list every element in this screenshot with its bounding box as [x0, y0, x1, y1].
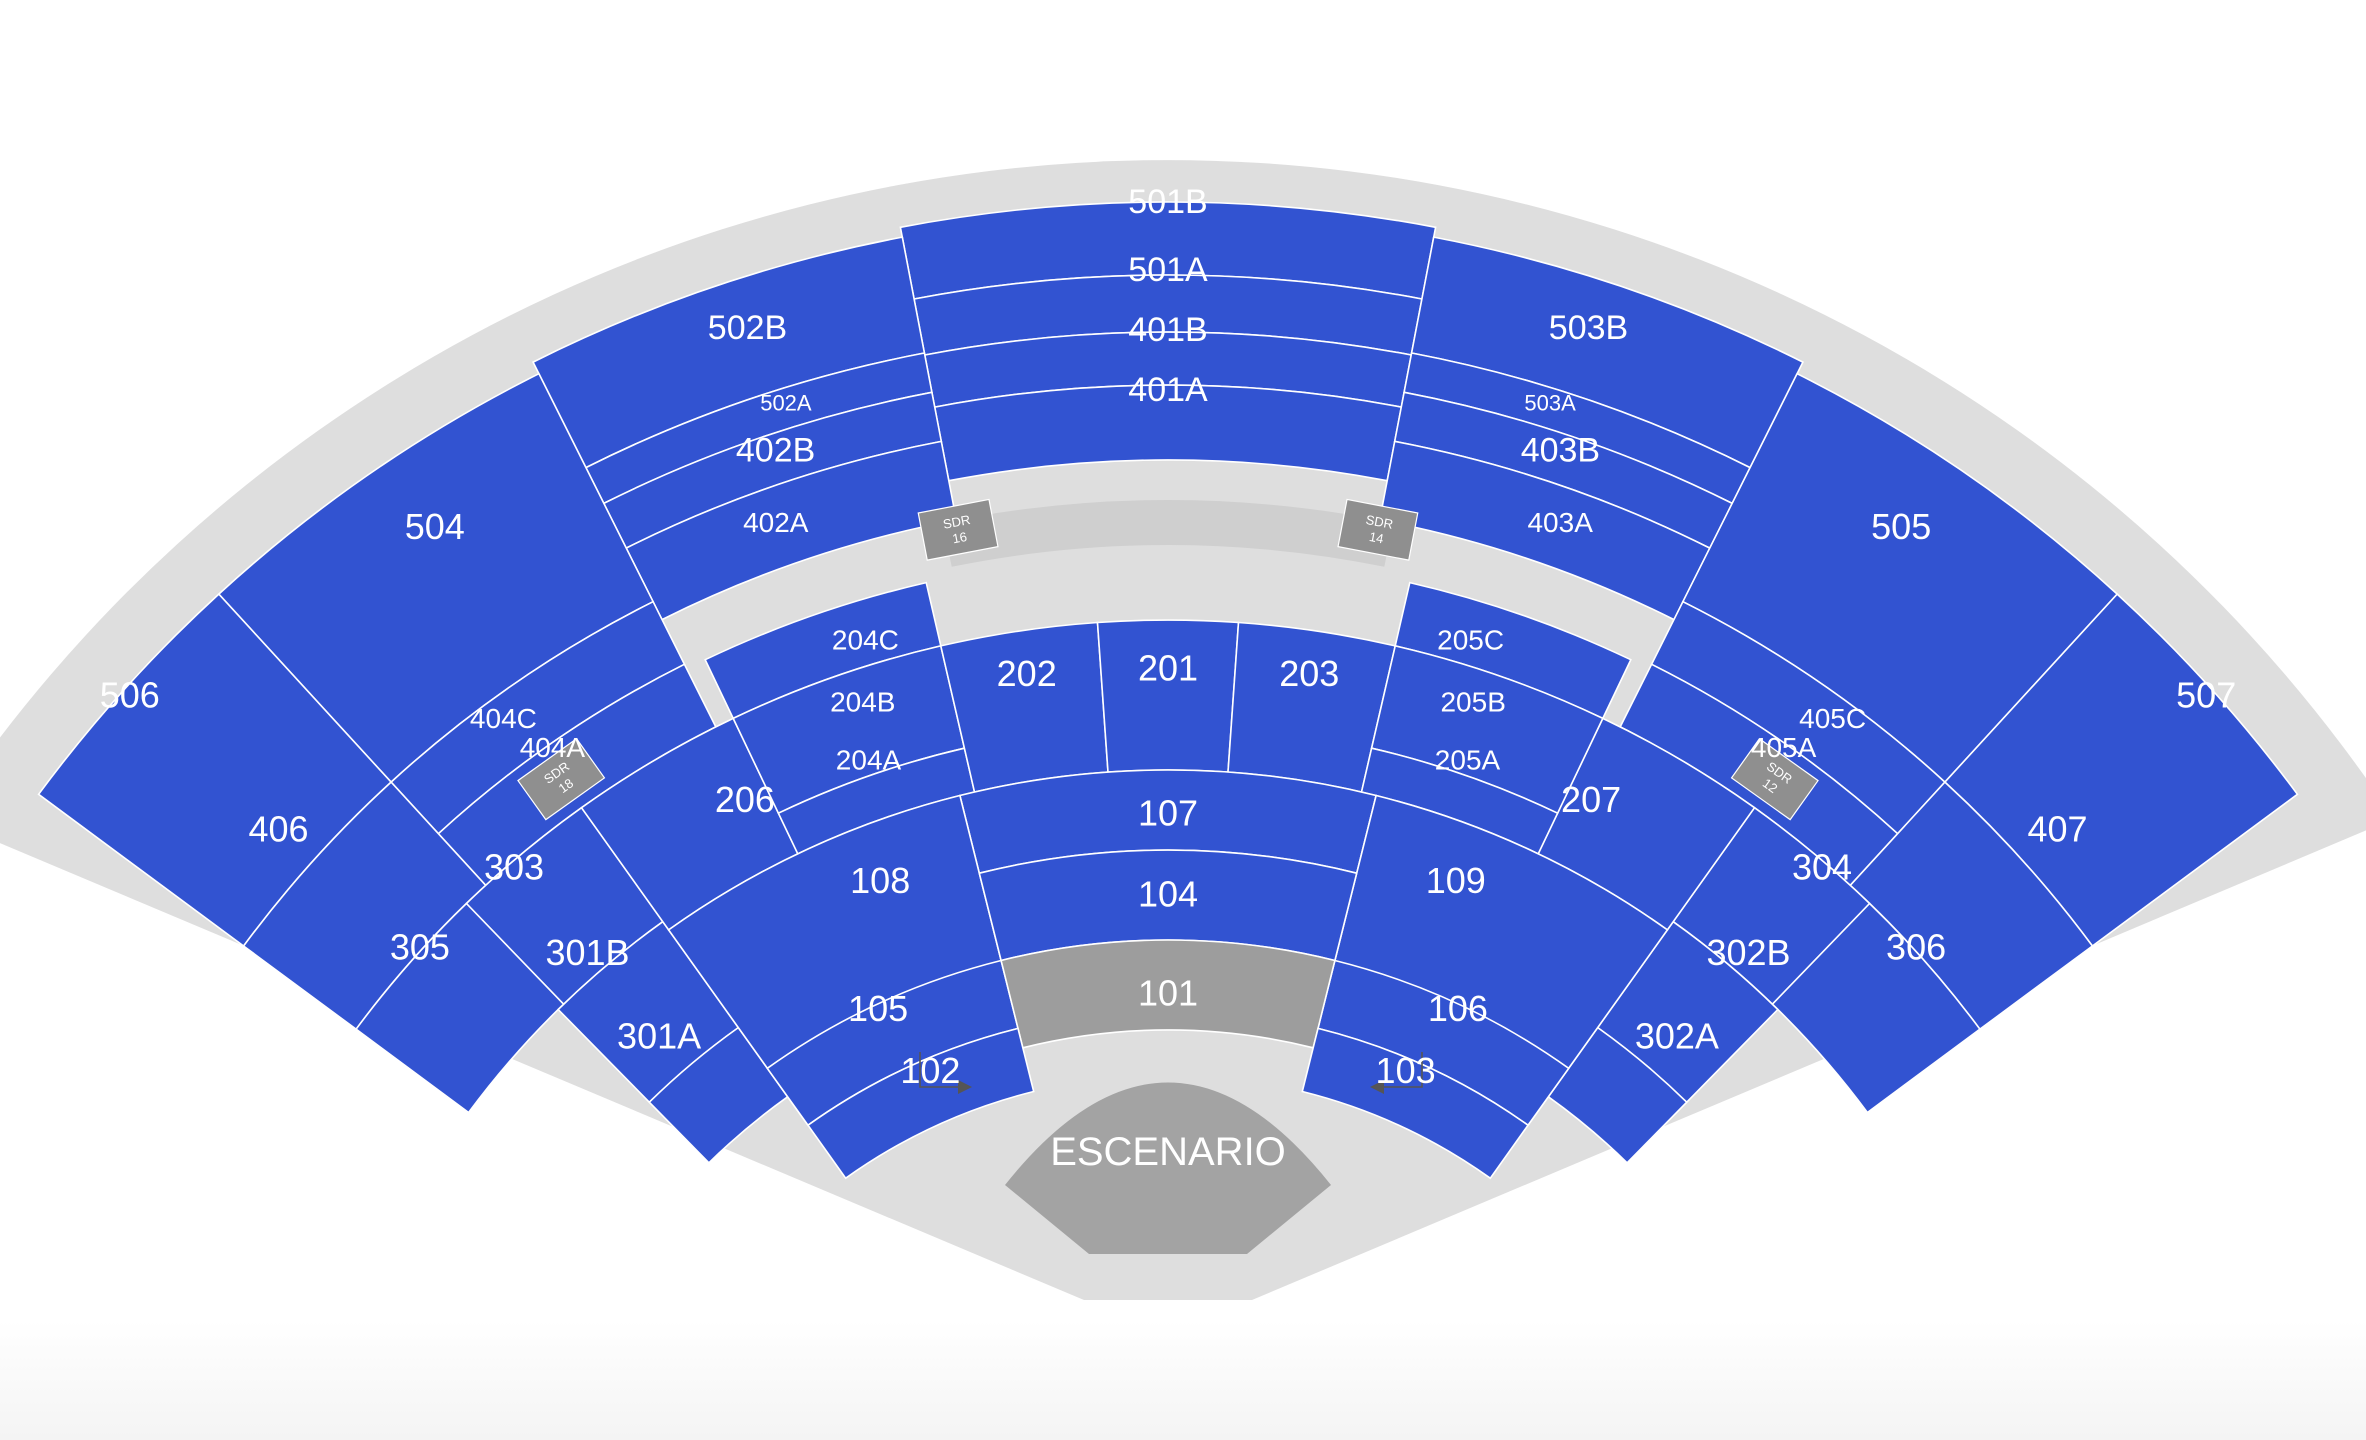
section-302a[interactable]	[1547, 1026, 1688, 1164]
section-102[interactable]	[806, 1027, 1035, 1180]
entry-arrow-left	[919, 1052, 972, 1094]
section-103[interactable]	[1301, 1027, 1530, 1180]
stage: ESCENARIO	[1005, 1082, 1331, 1254]
walkway-band	[942, 500, 1394, 567]
section-201[interactable]	[1096, 619, 1240, 773]
entry-arrow-right	[1370, 1052, 1423, 1094]
footer-fade	[0, 1320, 2366, 1440]
section-305[interactable]	[354, 902, 565, 1114]
entry-arrow-icon	[1370, 1080, 1384, 1094]
entry-arrow-icon	[958, 1080, 972, 1094]
stage-label: ESCENARIO	[1050, 1130, 1286, 1174]
section-306[interactable]	[1771, 902, 1982, 1114]
stage-shape	[1005, 1082, 1331, 1254]
section-101[interactable]	[1000, 939, 1336, 1049]
